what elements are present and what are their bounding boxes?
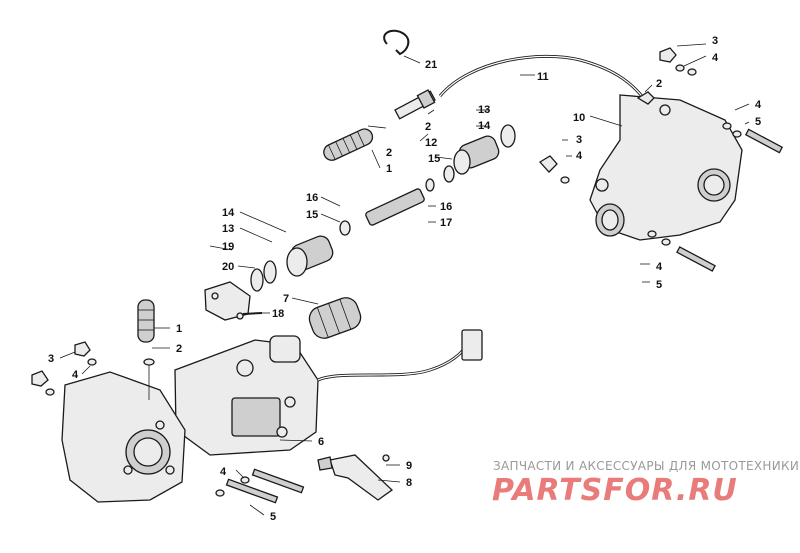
rear-housing-part [589, 94, 743, 241]
part-drawings [31, 29, 784, 504]
callout-14: 14 [222, 207, 235, 219]
callout-4: 4 [755, 99, 762, 111]
callout-5: 5 [656, 279, 662, 291]
boot-assembly-upper [443, 124, 516, 183]
callout-4: 4 [712, 52, 719, 64]
callout-4: 4 [656, 261, 663, 273]
callout-16: 16 [306, 192, 318, 204]
boot-part-left [137, 299, 155, 400]
callout-5: 5 [270, 511, 276, 523]
callout-15: 15 [428, 153, 440, 165]
callout-18: 18 [272, 308, 284, 320]
callout-13: 13 [222, 223, 234, 235]
boot-assembly-lower [204, 235, 334, 321]
callout-19: 19 [222, 241, 234, 253]
callout-13: 13 [478, 104, 490, 116]
callout-17: 17 [440, 217, 452, 229]
callout-7: 7 [283, 293, 289, 305]
callout-3: 3 [576, 134, 582, 146]
callout-21: 21 [425, 59, 437, 71]
callout-4: 4 [576, 150, 583, 162]
front-housing-part [61, 371, 186, 503]
callout-3: 3 [712, 35, 718, 47]
callout-12: 12 [425, 137, 437, 149]
watermark-tagline: ЗАПЧАСТИ И АКСЕССУАРЫ ДЛЯ МОТОТЕХНИКИ [493, 459, 799, 473]
leader-lines [59, 43, 750, 516]
callout-16: 16 [440, 201, 452, 213]
fasteners-left [31, 341, 305, 504]
boot-part-7 [308, 297, 362, 339]
watermark: ЗАПЧАСТИ И АКСЕССУАРЫ ДЛЯ МОТОТЕХНИКИ PA… [492, 459, 799, 508]
callout-2: 2 [425, 121, 431, 133]
callout-1: 1 [176, 323, 182, 335]
gearbox-part [174, 335, 319, 456]
callout-9: 9 [406, 460, 412, 472]
callout-labels: 21 11 3 4 2 13 14 10 4 5 3 4 2 12 2 1 15… [48, 35, 762, 523]
cable-end-part [394, 89, 436, 120]
callout-5: 5 [755, 116, 761, 128]
callout-15: 15 [306, 209, 318, 221]
bracket-part [317, 454, 394, 501]
callout-1: 1 [386, 163, 392, 175]
wire-harness-part [317, 329, 483, 382]
callout-6: 6 [318, 436, 324, 448]
shaft-part [339, 178, 435, 236]
boot-part-top [323, 128, 374, 161]
callout-14: 14 [478, 120, 491, 132]
callout-4: 4 [72, 369, 79, 381]
callout-2: 2 [656, 78, 662, 90]
fasteners-right [538, 47, 784, 272]
callout-20: 20 [222, 261, 234, 273]
callout-10: 10 [573, 112, 585, 124]
callout-2: 2 [176, 343, 182, 355]
callout-3: 3 [48, 353, 54, 365]
watermark-brand: PARTSFOR.RU [492, 473, 738, 508]
clamp-ring-part [383, 29, 410, 56]
screw-part-18 [242, 312, 263, 315]
callout-4: 4 [220, 466, 227, 478]
callout-2: 2 [386, 147, 392, 159]
callout-8: 8 [406, 477, 412, 489]
callout-11: 11 [537, 71, 549, 83]
